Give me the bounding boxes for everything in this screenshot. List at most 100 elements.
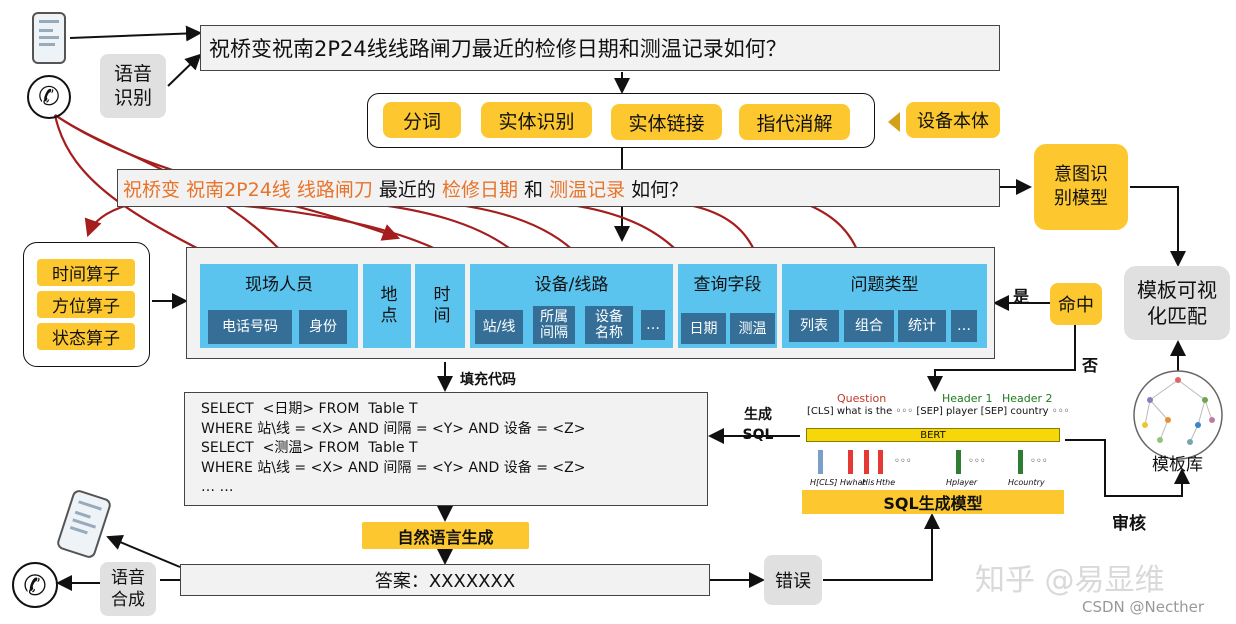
annotated-question-box: 祝桥变 祝南2P24线 线路闸刀 最近的 检修日期 和 测温记录 如何？ xyxy=(117,169,1000,207)
onsite-staff-title: 现场人员 xyxy=(245,275,313,295)
csdn-credit: CSDN @Necther xyxy=(1082,598,1205,616)
output-label-country: Hcountry xyxy=(1008,478,1045,487)
fill-code-label: 填充代码 xyxy=(460,372,516,388)
output-vector-is xyxy=(864,450,869,474)
token-cls: [CLS] xyxy=(807,406,834,417)
time-label: 时间 xyxy=(429,285,450,327)
token-country: country xyxy=(1010,406,1049,417)
token-sep-2: [SEP] xyxy=(980,406,1008,417)
tablet-phone-icon xyxy=(32,12,66,64)
question-type-title: 问题类型 xyxy=(850,275,919,295)
token-what: what xyxy=(836,406,862,417)
sql-line-5: … … xyxy=(201,479,234,495)
q-text-how: 如何？ xyxy=(625,178,689,201)
voice-recognition-box: 语音识别 xyxy=(100,54,166,118)
q-text-recent: 最近的 xyxy=(372,178,442,201)
schema-station-line: 站/线 xyxy=(475,310,523,344)
template-match-label: 模板可视化匹配 xyxy=(1137,278,1217,328)
output-label-what: Hwhat xyxy=(840,478,866,487)
template-visual-match-box: 模板可视化匹配 xyxy=(1124,266,1230,340)
operator-time: 时间算子 xyxy=(37,259,135,286)
sql-code-box: SELECT <日期> FROM Table T WHERE 站\线 = <X>… xyxy=(184,392,708,506)
question-box: 祝桥变祝南2P24线线路闸刀最近的检修日期和测温记录如何？ xyxy=(200,25,1000,71)
no-label: 否 xyxy=(1082,356,1099,375)
bert-dots-c: ◦◦◦ xyxy=(1030,456,1048,467)
schema-location: 地点 xyxy=(363,264,411,348)
bert-question-label: Question xyxy=(837,392,887,405)
speech-synthesis-box: 语音合成 xyxy=(100,562,156,616)
handset-icon: ✆ xyxy=(12,562,58,608)
token-is: is xyxy=(864,406,873,417)
nlp-step-coreference: 指代消解 xyxy=(739,104,850,140)
entity-line: 祝南2P24线 xyxy=(186,178,291,201)
output-vector-cls xyxy=(818,450,823,474)
entity-temp-record: 测温记录 xyxy=(549,178,626,201)
schema-device-name: 设备名称 xyxy=(585,306,633,344)
entity-station: 祝桥变 xyxy=(123,178,181,201)
bert-header2-label: Header 2 xyxy=(1002,392,1053,405)
bert-dots-a: ◦◦◦ xyxy=(894,456,912,467)
zhihu-watermark: 知乎 @易显维 xyxy=(975,563,1165,598)
answer-box: 答案：XXXXXXX xyxy=(180,564,710,596)
token-sep-1: [SEP] xyxy=(916,406,943,417)
output-vector-what xyxy=(848,450,853,474)
bert-tokens: [CLS] what is the ◦◦◦ [SEP] player [SEP]… xyxy=(807,406,1070,417)
schema-date: 日期 xyxy=(681,313,726,344)
sql-line-1: SELECT <日期> FROM Table T xyxy=(201,401,418,417)
generate-sql-label: 生成SQL xyxy=(742,407,774,443)
error-box: 错误 xyxy=(764,555,822,605)
hit-box: 命中 xyxy=(1050,283,1102,325)
output-vector-country xyxy=(1018,450,1023,474)
output-label-the: Hthe xyxy=(876,478,896,487)
bert-figure: Question Header 1 Header 2 [CLS] what is… xyxy=(802,392,1070,490)
operator-direction: 方位算子 xyxy=(37,291,135,318)
schema-statistics: 统计 xyxy=(898,310,946,342)
output-label-player: Hplayer xyxy=(946,478,978,487)
output-vector-player xyxy=(956,450,961,474)
schema-phone-number: 电话号码 xyxy=(208,310,292,344)
device-ontology-box: 设备本体 xyxy=(906,102,1000,138)
operator-state: 状态算子 xyxy=(37,323,135,350)
q-text-and: 和 xyxy=(517,178,550,201)
token-dots-2: ◦◦◦ xyxy=(1051,406,1070,417)
sql-model-label: SQL生成模型 xyxy=(802,490,1064,514)
schema-identity: 身份 xyxy=(299,310,347,344)
output-vector-the xyxy=(878,450,883,474)
sql-line-4: WHERE 站\线 = <X> AND 间隔 = <Y> AND 设备 = <Z… xyxy=(201,459,586,476)
schema-time: 时间 xyxy=(415,264,465,348)
sql-line-3: SELECT <测温> FROM Table T xyxy=(201,440,418,456)
review-label: 审核 xyxy=(1112,514,1146,534)
schema-type-more: … xyxy=(951,310,977,342)
flow-arrows xyxy=(56,25,1190,591)
token-dots-1: ◦◦◦ xyxy=(895,406,914,417)
intent-model-box: 意图识别模型 xyxy=(1034,144,1128,230)
nlp-step-segmentation: 分词 xyxy=(383,102,461,138)
schema-temperature: 测温 xyxy=(730,313,775,344)
sql-line-2: WHERE 站\线 = <X> AND 间隔 = <Y> AND 设备 = <Z… xyxy=(201,420,586,437)
template-library-label: 模板库 xyxy=(1152,455,1203,475)
bert-header1-label: Header 1 xyxy=(942,392,993,405)
output-label-cls: H[CLS] xyxy=(810,478,838,487)
intent-model-label: 意图识别模型 xyxy=(1054,164,1108,209)
bert-bar: BERT xyxy=(806,428,1060,442)
entity-device: 线路闸刀 xyxy=(296,178,373,201)
device-line-title: 设备/线路 xyxy=(534,275,609,295)
bert-label: BERT xyxy=(920,429,946,441)
answer-text: 答案：XXXXXXX xyxy=(374,571,516,592)
token-the: the xyxy=(875,406,893,417)
query-field-title: 查询字段 xyxy=(693,275,762,295)
entity-maint-date: 检修日期 xyxy=(441,178,518,201)
nlp-step-ner: 实体识别 xyxy=(481,102,592,138)
bert-dots-b: ◦◦◦ xyxy=(968,456,986,467)
token-player: player xyxy=(946,406,978,417)
nlp-step-entity-linking: 实体链接 xyxy=(611,104,722,140)
question-text: 祝桥变祝南2P24线线路闸刀最近的检修日期和测温记录如何？ xyxy=(209,37,787,61)
schema-bay: 所属间隔 xyxy=(533,306,575,344)
yes-label: 是 xyxy=(1013,287,1030,306)
telephone-icon: ✆ xyxy=(27,75,71,119)
schema-device-more: … xyxy=(641,310,665,340)
nlg-box: 自然语言生成 xyxy=(362,522,529,549)
location-label: 地点 xyxy=(376,285,397,327)
schema-combination: 组合 xyxy=(844,310,894,342)
